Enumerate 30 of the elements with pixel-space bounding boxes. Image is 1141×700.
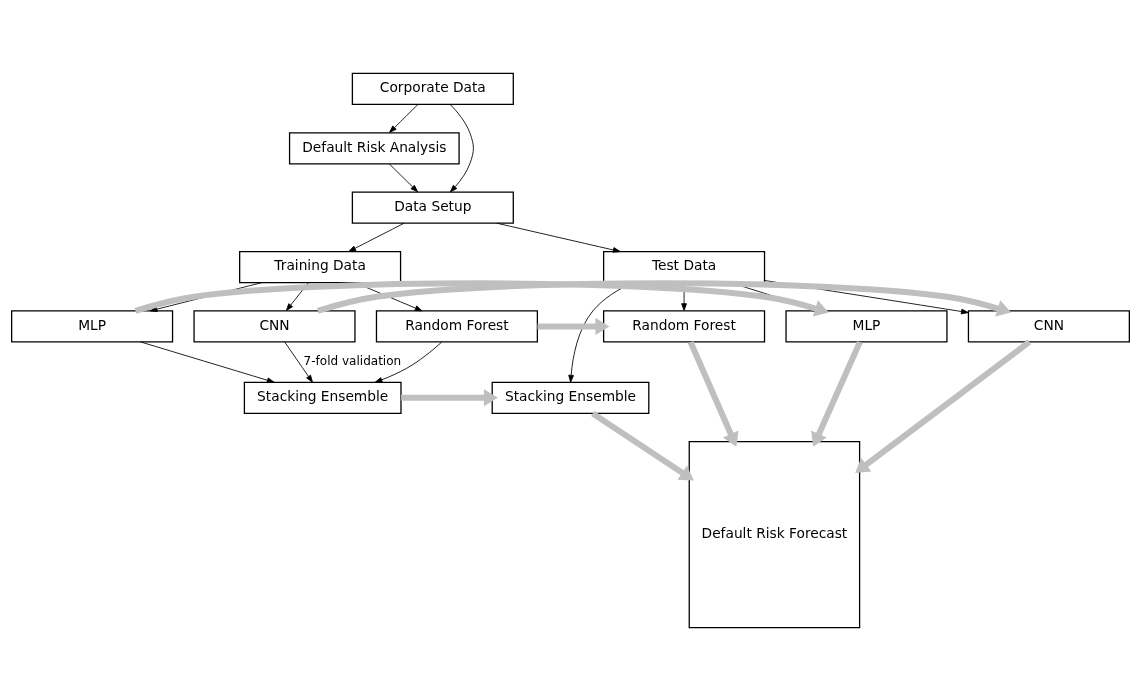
node-box: CNN [193,309,356,343]
arrow [285,281,309,311]
arrow [389,103,419,133]
node-box: Stacking Ensemble [491,381,650,414]
node-box: Test Data [603,250,766,283]
node-box: Corporate Data [351,72,514,105]
node-box: Default Risk Forecast [688,440,861,628]
node-box: Default Risk Analysis [288,131,460,164]
arrow [855,339,1032,473]
arrow [388,163,419,192]
arrow [537,317,610,335]
node-box: Random Forest [375,309,538,343]
node-box: CNN [967,309,1130,343]
node-box: MLP [785,309,948,343]
arrow [687,340,739,447]
arrow [496,222,621,253]
node-box: Stacking Ensemble [243,381,402,414]
node-box: Training Data [239,250,402,283]
arrow [284,341,313,383]
node-box: Data Setup [351,191,514,224]
arrow [374,341,443,383]
node-box: MLP [11,309,174,343]
arrow [401,388,498,406]
arrow [591,410,694,480]
arrow [140,341,275,383]
arrow [348,222,405,252]
node-box: Random Forest [603,309,766,343]
arrow [449,103,474,192]
arrow [811,340,863,447]
edge-label: 7-fold validation [303,353,402,368]
